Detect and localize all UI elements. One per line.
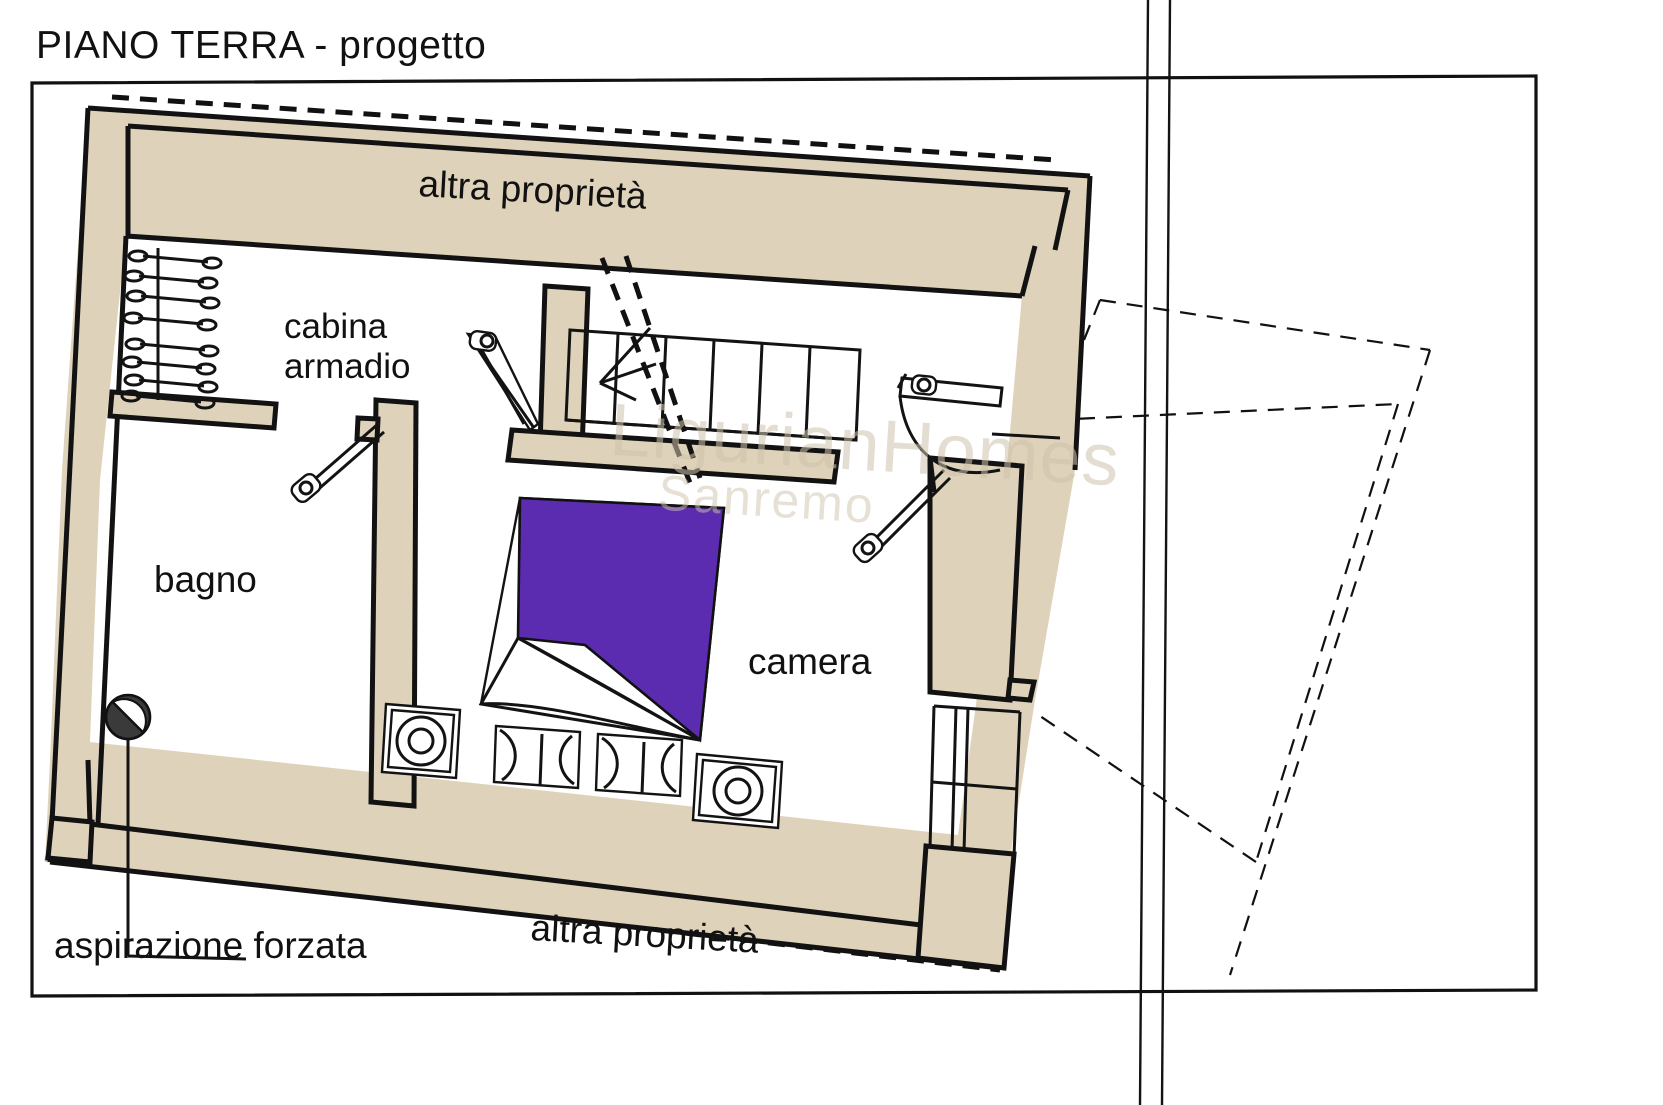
stair-cut-lines <box>599 255 703 489</box>
altra-proprieta-dashed-top <box>111 94 1057 163</box>
label-bagno: bagno <box>154 559 257 600</box>
bed-double <box>478 496 726 743</box>
pillow-left <box>492 724 582 790</box>
page-title: PIANO TERRA - progetto <box>36 24 486 67</box>
pillow-right <box>594 732 684 798</box>
exhaust-vent-symbol <box>104 693 152 741</box>
bottom-right-wall <box>915 843 1017 971</box>
bottom-left-wall-stub <box>45 815 95 865</box>
exhaust-vent-leader <box>126 739 247 961</box>
label-aspirazione-forzata: aspirazione forzata <box>54 925 367 966</box>
door-swing-camera <box>852 468 952 564</box>
sheet-border <box>30 74 1538 998</box>
nightstand-left <box>380 702 462 780</box>
door-swing-bagno <box>290 422 385 503</box>
door-swing-entry <box>896 373 1061 475</box>
left-wall-break <box>107 389 279 431</box>
right-wall-notch <box>1005 677 1038 703</box>
construction-lines <box>1138 0 1172 1105</box>
property-boundary-right <box>1039 298 1432 976</box>
clothes-hanger-group <box>120 248 223 410</box>
staircase <box>564 326 862 442</box>
door-swing-cabina-armadio <box>465 329 540 432</box>
nightstand-right <box>691 752 784 830</box>
label-camera: camera <box>748 641 872 682</box>
wall-inner-edges <box>85 123 1071 933</box>
wall-outlines <box>47 105 1093 971</box>
label-cabina-armadio-1: cabina <box>284 307 388 346</box>
watermark-line2: Sanremo <box>657 465 877 534</box>
partition-stairwell-left <box>537 283 591 453</box>
window-mullions-right <box>928 704 1022 858</box>
label-cabina-armadio-2: armadio <box>284 347 410 386</box>
stairwell-wall-band <box>505 427 841 485</box>
